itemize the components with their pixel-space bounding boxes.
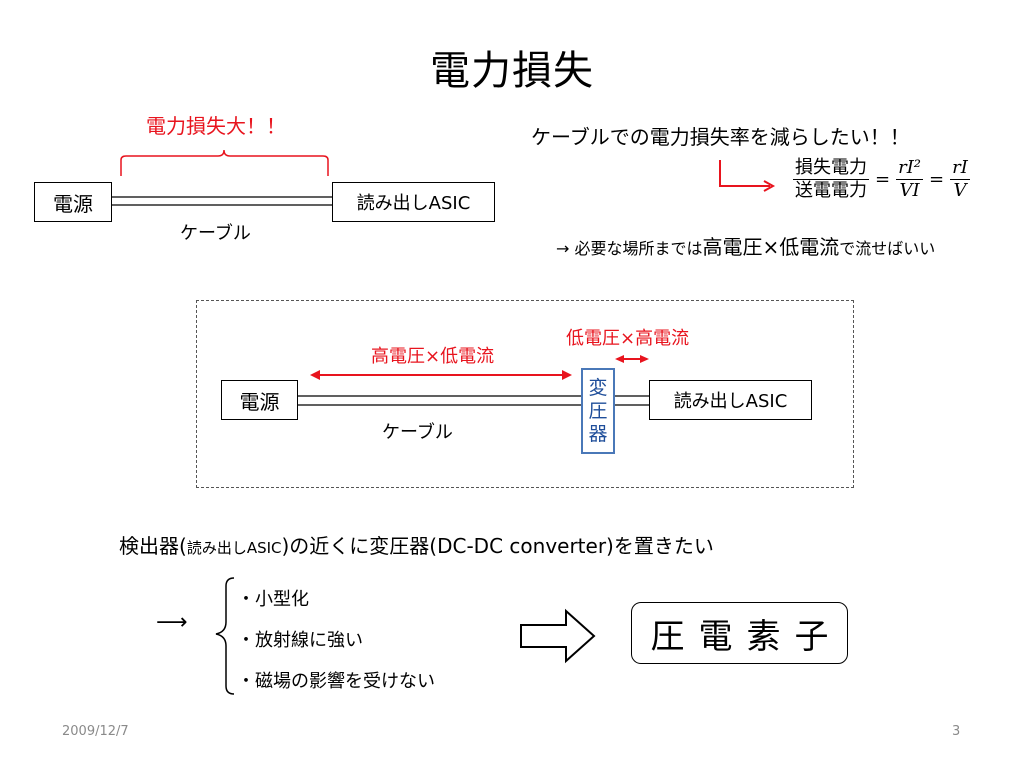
low-voltage-label: 低電圧×高電流 xyxy=(566,328,690,349)
elbow-arrow xyxy=(719,160,770,187)
transformer-char-3: 器 xyxy=(588,422,608,445)
requirements-brace xyxy=(215,577,235,695)
loss-brace xyxy=(120,149,329,176)
requirement-item-radiation: ・放射線に強い xyxy=(237,630,363,651)
statement-part3: )の近くに変圧器(DC-DC converter)を置きたい xyxy=(281,534,714,558)
power-source-box: 電源 xyxy=(34,182,112,222)
hv-arrowhead-right xyxy=(562,370,572,380)
loss-equation: 損失電力 送電電力 = rI² VI = rI V xyxy=(793,157,970,202)
equation-rhs: rI V xyxy=(950,157,970,202)
elbow-arrowhead xyxy=(763,180,776,192)
power-source-label: 電源 xyxy=(53,191,93,216)
equation-middle-denominator: VI xyxy=(899,180,920,201)
equals-sign-2: = xyxy=(929,169,945,190)
hv-arrowhead-left xyxy=(310,370,320,380)
asic-box: 読み出しASIC xyxy=(332,182,495,222)
equals-sign: = xyxy=(875,169,891,190)
requirement-item-compact: ・小型化 xyxy=(237,589,309,610)
lv-arrowhead-right xyxy=(640,355,649,363)
diagram-frame xyxy=(196,300,854,488)
diagram-power-source-label: 電源 xyxy=(239,389,280,414)
conclusion-emphasis: 高電圧×低電流 xyxy=(702,235,840,259)
equation-lhs: 損失電力 送電電力 xyxy=(793,157,869,202)
diagram-asic-label: 読み出しASIC xyxy=(673,391,788,412)
page-title: 電力損失 xyxy=(430,48,594,94)
equation-middle: rI² VI xyxy=(896,157,924,202)
placement-statement: 検出器(読み出しASIC)の近くに変圧器(DC-DC converter)を置き… xyxy=(119,530,714,559)
answer-box: 圧電素子 xyxy=(631,602,848,664)
statement-part1: 検出器( xyxy=(119,534,187,558)
transformer-char-1: 変 xyxy=(588,376,608,399)
equation-rhs-numerator: rI xyxy=(950,157,970,180)
implies-arrow xyxy=(520,608,596,664)
high-voltage-label: 高電圧×低電流 xyxy=(371,346,495,367)
transformer-box: 変 圧 器 xyxy=(581,368,615,454)
statement-part2: 読み出しASIC xyxy=(186,539,282,557)
loss-label: 電力損失大！！ xyxy=(146,114,286,138)
transformer-char-2: 圧 xyxy=(588,399,608,422)
equation-rhs-denominator: V xyxy=(953,180,967,201)
conclusion-suffix: で流せばいい xyxy=(839,239,936,258)
lv-arrowhead-left xyxy=(615,355,624,363)
equation-lhs-denominator: 送電電力 xyxy=(795,180,867,201)
asic-label: 読み出しASIC xyxy=(356,193,471,214)
page-number: 3 xyxy=(952,724,961,739)
conclusion-prefix: → 必要な場所までは xyxy=(556,239,703,258)
requirement-item-magnetic: ・磁場の影響を受けない xyxy=(237,671,435,692)
goal-text: ケーブルでの電力損失率を減らしたい！！ xyxy=(531,125,910,149)
conclusion-text: → 必要な場所までは高電圧×低電流で流せばいい xyxy=(556,231,935,260)
equation-lhs-numerator: 損失電力 xyxy=(793,157,869,180)
cable-label: ケーブル xyxy=(180,223,251,244)
diagram-power-source-box: 電源 xyxy=(221,380,298,420)
diagram-asic-box: 読み出しASIC xyxy=(649,380,812,420)
requirements-arrow-icon: ⟶ xyxy=(156,610,188,635)
equation-middle-numerator: rI² xyxy=(896,157,924,180)
answer-label: 圧電素子 xyxy=(650,616,843,657)
diagram-cable-label: ケーブル xyxy=(382,422,453,443)
footer-date: 2009/12/7 xyxy=(62,724,129,739)
